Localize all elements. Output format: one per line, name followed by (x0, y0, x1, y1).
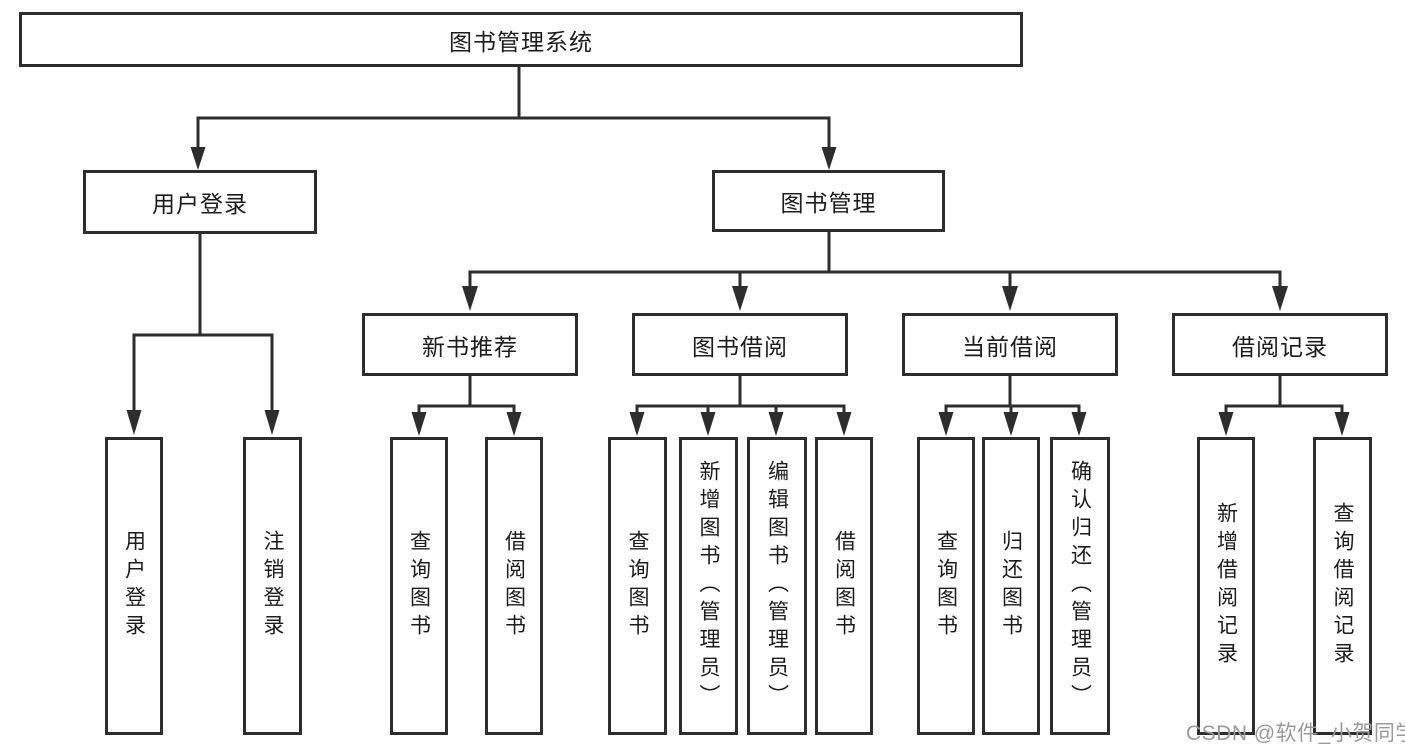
connector-new-book-rec-to-leaves (411, 376, 522, 436)
connector-root-to-level2 (190, 67, 837, 170)
leaf-add-borrow-record: 新增借阅记录 (1197, 437, 1255, 735)
connector-borrow-record-to-leaves (1218, 376, 1350, 436)
connector-user-login-to-leaves (126, 234, 280, 435)
leaf-query-books-borrow: 查询图书 (608, 437, 667, 735)
node-user-login: 用户登录 (83, 170, 317, 234)
leaf-query-books-recommend: 查询图书 (390, 437, 448, 735)
leaf-logout: 注销登录 (243, 437, 302, 735)
node-current-borrow: 当前借阅 (902, 313, 1118, 376)
leaf-query-books-current: 查询图书 (917, 437, 975, 735)
node-new-book-recommend: 新书推荐 (362, 313, 578, 376)
leaf-user-login: 用户登录 (105, 437, 163, 735)
connector-current-borrow-to-leaves (938, 376, 1087, 436)
leaf-return-books: 归还图书 (982, 437, 1040, 735)
leaf-query-borrow-record: 查询借阅记录 (1313, 437, 1372, 735)
leaf-add-books-admin: 新增图书（管理员） (679, 437, 738, 735)
node-root-library-system: 图书管理系统 (19, 12, 1023, 67)
leaf-edit-books-admin: 编辑图书（管理员） (747, 437, 807, 735)
node-borrow-record: 借阅记录 (1172, 313, 1388, 376)
node-book-borrow: 图书借阅 (632, 313, 848, 376)
leaf-borrow-books-recommend: 借阅图书 (485, 437, 543, 735)
leaf-borrow-books: 借阅图书 (815, 437, 873, 735)
connector-book-borrow-to-leaves (629, 376, 852, 436)
leaf-confirm-return-admin: 确认归还（管理员） (1050, 437, 1110, 735)
connector-book-mgmt-to-level3 (462, 232, 1288, 311)
csdn-watermark: CSDN @软件_小贺同学 (1186, 722, 1405, 745)
node-book-management: 图书管理 (712, 170, 945, 232)
